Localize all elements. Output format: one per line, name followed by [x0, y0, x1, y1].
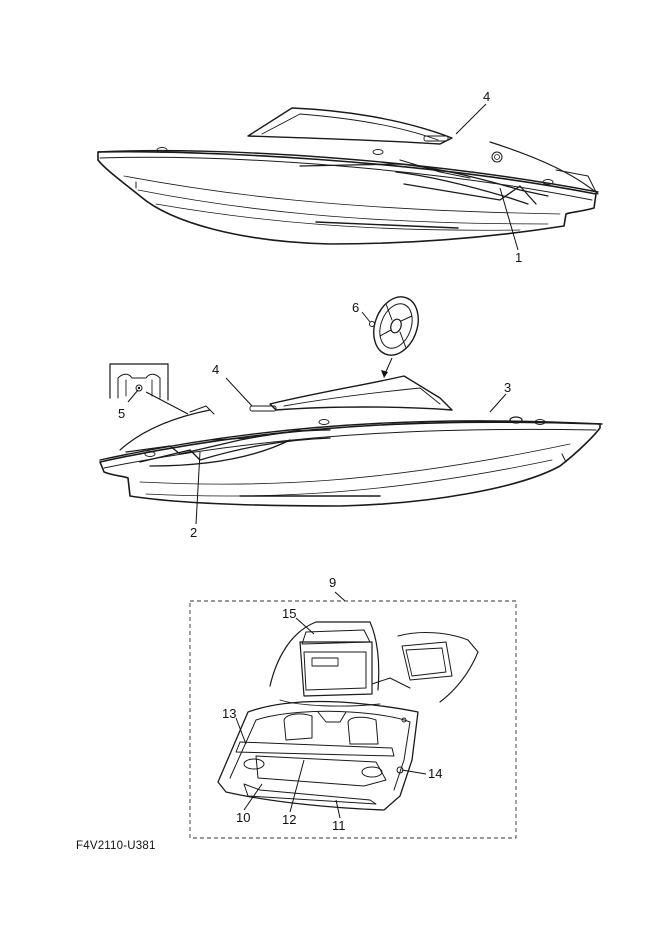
steering-wheel — [373, 296, 419, 356]
callout-14: 14 — [428, 766, 442, 781]
callout-9: 9 — [329, 575, 336, 590]
leader-5 — [127, 389, 139, 403]
detail-inset — [109, 363, 169, 401]
leader-6 — [361, 311, 371, 323]
leader-14 — [401, 769, 427, 775]
callout-4-top: 4 — [483, 89, 490, 104]
leader-5-boat — [145, 391, 189, 415]
mat-kit-illustration — [217, 621, 479, 811]
callout-13: 13 — [222, 706, 236, 721]
leader-4a — [455, 103, 487, 135]
leader-12 — [289, 759, 305, 813]
leader-13 — [235, 717, 247, 745]
leader-4b — [225, 377, 253, 407]
callout-4-middle: 4 — [212, 362, 219, 377]
leader-11 — [335, 799, 341, 819]
leader-3 — [489, 393, 507, 413]
callout-6: 6 — [352, 300, 359, 315]
callout-3: 3 — [504, 380, 511, 395]
kit-boundary — [189, 600, 517, 839]
callout-15: 15 — [282, 606, 296, 621]
drawing-code: F4V2110-U381 — [76, 840, 156, 852]
callout-11: 11 — [332, 818, 346, 833]
leader-2 — [195, 451, 201, 525]
boat-middle-view — [99, 375, 603, 507]
callout-2: 2 — [190, 525, 197, 540]
callout-5: 5 — [118, 406, 125, 421]
leader-10 — [243, 783, 263, 811]
leader-15 — [295, 617, 315, 635]
callout-12: 12 — [282, 812, 296, 827]
leader-1 — [499, 187, 519, 251]
boat-top-view — [97, 107, 599, 245]
callout-10: 10 — [236, 810, 250, 825]
callout-1: 1 — [515, 250, 522, 265]
leader-9 — [334, 591, 346, 602]
